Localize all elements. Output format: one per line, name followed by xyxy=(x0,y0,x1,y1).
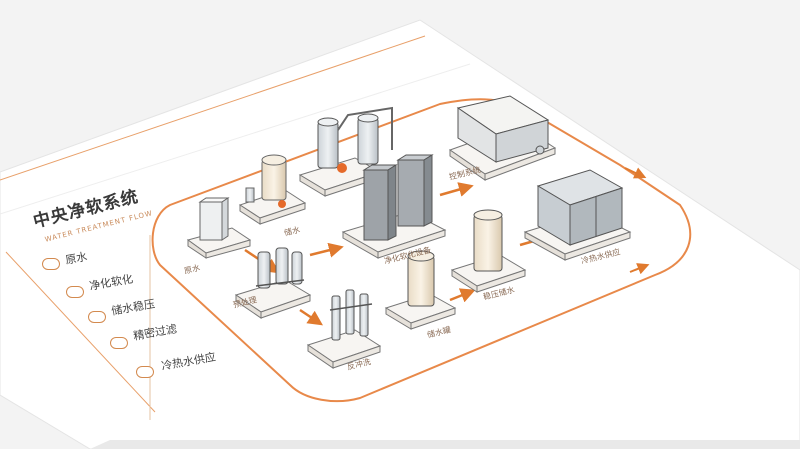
node-pressure-tank xyxy=(384,250,457,330)
node-backwash xyxy=(234,247,312,319)
legend-border xyxy=(5,251,156,413)
node-softener xyxy=(341,154,447,259)
filter-icon xyxy=(66,286,84,298)
tap-icon xyxy=(136,366,154,378)
drop-icon xyxy=(42,258,60,270)
board-shadow xyxy=(90,440,800,449)
node-supply-unit xyxy=(523,169,632,261)
header-line-2 xyxy=(0,63,471,215)
node-storage xyxy=(306,289,382,369)
node-precision-filter xyxy=(450,209,527,293)
node-raw-water xyxy=(186,197,252,259)
shield-icon xyxy=(110,337,128,349)
node-pump xyxy=(238,154,307,225)
arrow-6 xyxy=(449,288,476,303)
node-control-box xyxy=(448,95,557,181)
arrow-3 xyxy=(439,182,474,197)
arrow-2 xyxy=(309,242,344,258)
tank-icon xyxy=(88,311,106,323)
arrow-7 xyxy=(624,167,647,179)
header-line-1 xyxy=(0,35,426,181)
arrow-8 xyxy=(629,263,650,275)
arrow-5 xyxy=(299,308,323,326)
